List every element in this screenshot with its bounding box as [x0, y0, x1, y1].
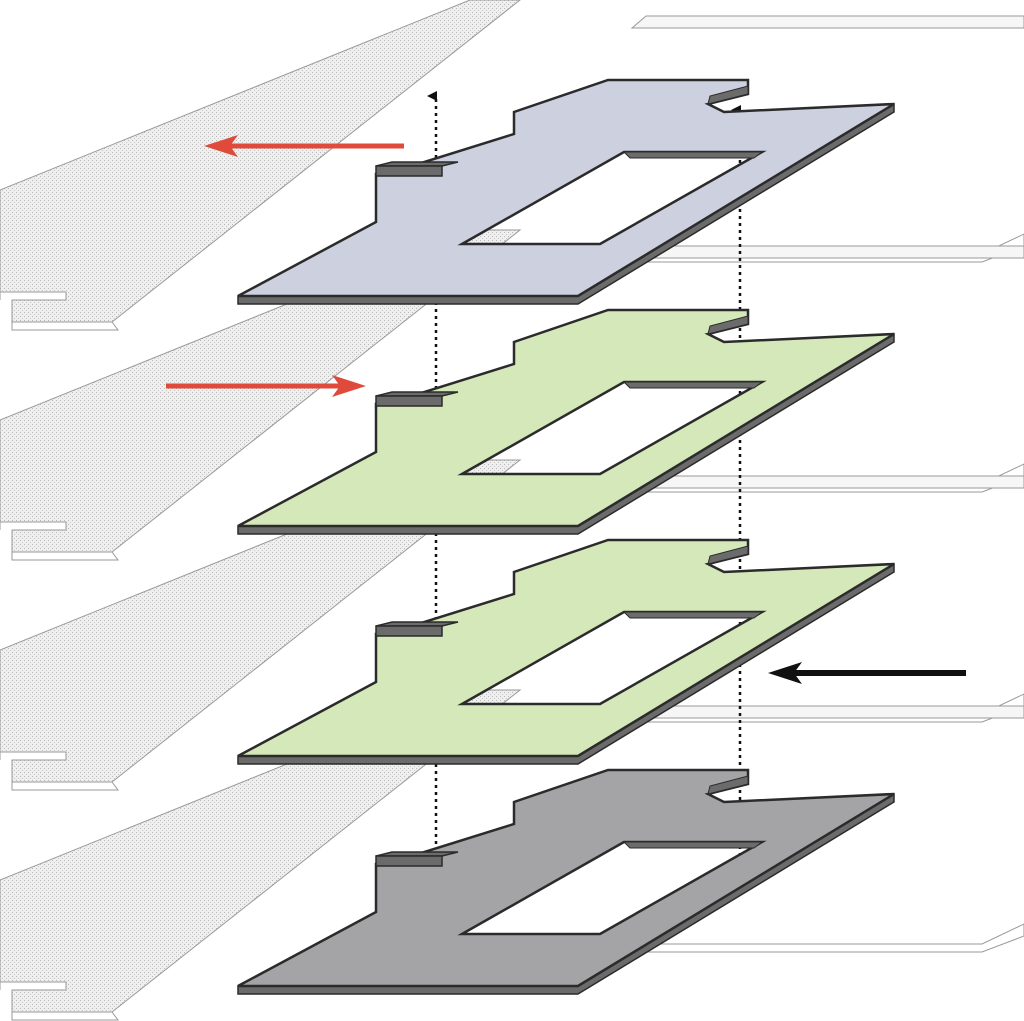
black-arrow-left: [768, 662, 966, 684]
background-plate-4: [0, 689, 1024, 1021]
floor-plate-top: [237, 78, 895, 305]
flow-arrows: [166, 135, 966, 684]
floor-plates: [237, 78, 895, 995]
floor-plate-lower-middle: [237, 538, 895, 765]
red-arrow-right: [166, 375, 366, 397]
floor-plate-upper-middle: [237, 308, 895, 535]
red-arrow-left: [204, 135, 404, 157]
floor-plate-bottom: [237, 768, 895, 995]
